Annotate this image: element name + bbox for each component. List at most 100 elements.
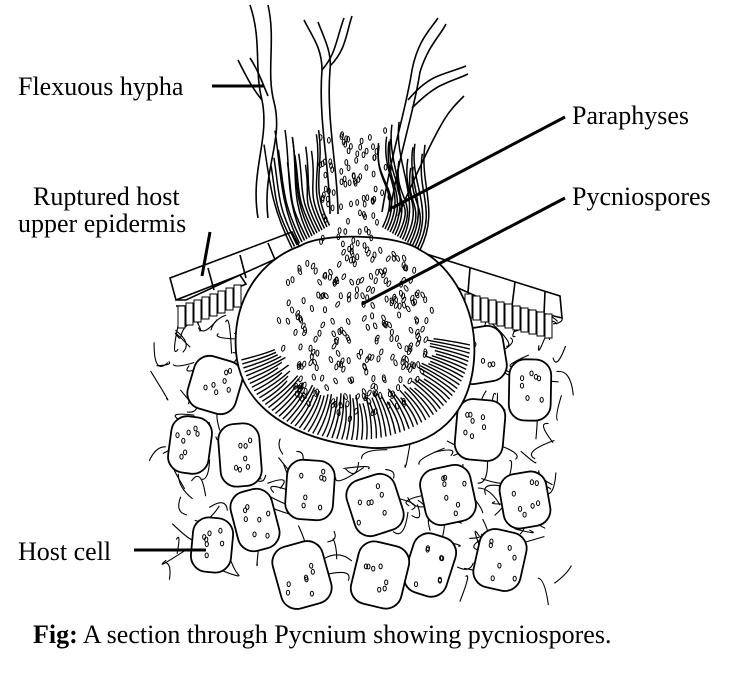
pycniospore — [345, 318, 351, 325]
sterigma — [253, 372, 283, 392]
epidermis-left — [169, 230, 302, 302]
pycniospore — [381, 376, 387, 383]
pycniospore — [412, 362, 416, 370]
paraphysis — [304, 164, 321, 232]
pycniospore — [393, 295, 399, 303]
pycniospore — [362, 242, 367, 249]
palisade-cell — [233, 284, 242, 308]
sterigma — [421, 372, 453, 397]
pycniospore — [336, 409, 341, 417]
pycniospore — [371, 143, 375, 150]
pycniospore — [313, 335, 318, 343]
pycniospore — [395, 402, 400, 410]
pycniospore — [400, 358, 405, 366]
pycniospore — [290, 276, 295, 284]
hyphal-strand — [175, 329, 187, 353]
sterigma — [429, 342, 470, 354]
hyphal-strand — [174, 332, 191, 348]
pycniospore — [372, 251, 377, 259]
sterigma — [316, 394, 333, 436]
palisade-cell — [488, 299, 497, 325]
pycniospore — [386, 280, 392, 287]
pycniospore — [306, 400, 311, 407]
pycniospore — [371, 212, 376, 219]
pycniospore — [338, 401, 343, 409]
pycniospore — [404, 361, 409, 368]
pycniospore — [332, 280, 338, 287]
pycniospore — [408, 326, 414, 334]
leader-ruptured-epidermis — [200, 231, 212, 277]
host-cell — [453, 398, 507, 462]
figure-caption: Fig: A section through Pycnium showing p… — [33, 620, 611, 650]
pycniospore — [293, 383, 298, 390]
paraphysis — [315, 134, 328, 228]
pycniospore — [349, 243, 354, 250]
pycniospore — [393, 302, 399, 309]
sterigma — [251, 364, 290, 388]
sterigma — [429, 345, 470, 358]
label-paraphyses: Paraphyses — [572, 101, 689, 130]
pycniospore — [355, 150, 360, 158]
pycniospore — [366, 389, 372, 397]
sterigma — [394, 394, 415, 428]
pycniospore — [298, 343, 303, 351]
pycniospore — [401, 254, 407, 262]
hyphal-strand — [278, 438, 284, 455]
hyphal-strand — [556, 370, 574, 396]
pycniospore — [346, 136, 351, 143]
hyphal-strand — [327, 530, 336, 543]
paraphysis — [406, 167, 417, 243]
pycniospore — [364, 368, 369, 376]
host-cell — [498, 470, 552, 530]
pycniospore — [396, 384, 401, 392]
palisade-cell — [544, 313, 553, 339]
pycniospore — [415, 340, 421, 347]
pycniospore — [359, 276, 365, 284]
sterigma — [380, 395, 397, 435]
pycniospore — [301, 392, 307, 400]
hyphal-strand — [477, 487, 501, 506]
pycniospore — [423, 336, 429, 343]
sterigma — [326, 396, 338, 438]
pycniospore — [361, 194, 366, 202]
pycniospore — [373, 407, 378, 415]
host-cell — [217, 422, 263, 488]
pycniospore — [369, 234, 374, 242]
paraphysis — [297, 153, 318, 234]
host-upper-epidermis — [169, 230, 563, 320]
paraphysis — [404, 158, 414, 242]
pycniospore — [414, 291, 420, 299]
flexuous-hyphae — [237, 4, 469, 219]
hyphal-strand — [556, 395, 563, 421]
hyphal-strand — [267, 479, 285, 489]
pycniospore — [387, 390, 392, 398]
pycniospore — [375, 219, 379, 226]
hyphal-strand — [343, 466, 370, 470]
pycniospore — [334, 277, 340, 284]
sterigma — [399, 389, 423, 423]
pycniospore — [401, 296, 407, 304]
pycniospore — [415, 332, 420, 340]
pycniospore — [371, 375, 376, 382]
pycniospore — [424, 317, 429, 325]
pycniospore — [349, 200, 353, 208]
pycniospore — [330, 317, 335, 325]
palisade-cell — [480, 297, 489, 323]
host-cell — [345, 472, 405, 538]
pycniospore — [305, 259, 310, 267]
pycnium — [234, 127, 476, 449]
pycniospore — [389, 297, 395, 305]
pycniospore — [327, 137, 331, 144]
pycniospore — [336, 233, 341, 241]
pycniospore — [298, 315, 303, 323]
palisade-cell — [504, 303, 513, 329]
pycniospore — [310, 262, 316, 270]
host-cell — [271, 540, 333, 610]
pycniospore — [328, 158, 333, 165]
label-flexuous-hypha: Flexuous hypha — [18, 72, 184, 101]
pycniospore — [339, 133, 344, 140]
pycniospore — [358, 143, 363, 151]
pycniospore — [401, 399, 407, 407]
pycniospore — [416, 361, 421, 369]
hyphal-strand — [164, 561, 171, 580]
